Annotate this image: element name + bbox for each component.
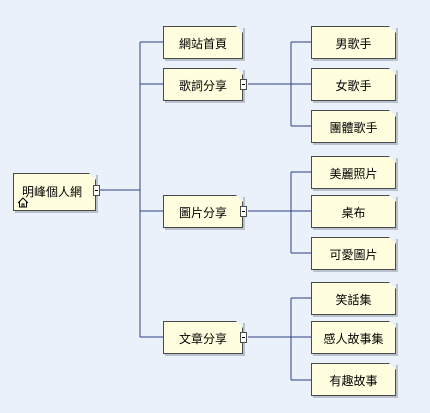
branch-label: 圖片分享 (178, 206, 227, 220)
leaf-node[interactable]: 有趣故事 (311, 363, 396, 396)
branch-label: 歌詞分享 (178, 79, 227, 93)
root-node[interactable]: 明峰個人網 (13, 173, 96, 211)
branch-label: 文章分享 (178, 332, 227, 346)
leaf-label: 男歌手 (335, 37, 372, 51)
leaf-label: 團體歌手 (329, 121, 378, 135)
leaf-node[interactable]: 感人故事集 (311, 321, 396, 354)
branch-node-images[interactable]: 圖片分享 (163, 195, 243, 228)
root-node-label: 明峰個人網 (22, 185, 83, 199)
leaf-label: 美麗照片 (329, 167, 378, 181)
leaf-node[interactable]: 笑話集 (311, 282, 396, 315)
articles-collapse-toggle[interactable] (240, 332, 247, 343)
leaf-label: 女歌手 (335, 79, 372, 93)
leaf-label: 笑話集 (335, 293, 372, 307)
leaf-node[interactable]: 團體歌手 (311, 110, 396, 143)
home-icon (17, 197, 29, 208)
leaf-label: 感人故事集 (323, 332, 384, 346)
branch-node-lyrics[interactable]: 歌詞分享 (163, 68, 243, 101)
leaf-node[interactable]: 美麗照片 (311, 156, 396, 189)
branch-node-home[interactable]: 網站首頁 (163, 26, 243, 59)
leaf-label: 桌布 (341, 206, 366, 220)
images-collapse-toggle[interactable] (240, 206, 247, 217)
leaf-node[interactable]: 可愛圖片 (311, 237, 396, 270)
branch-node-articles[interactable]: 文章分享 (163, 321, 243, 354)
leaf-label: 可愛圖片 (329, 248, 378, 262)
root-collapse-toggle[interactable] (93, 185, 100, 196)
lyrics-collapse-toggle[interactable] (240, 79, 247, 90)
leaf-node[interactable]: 男歌手 (311, 26, 396, 59)
leaf-label: 有趣故事 (329, 374, 378, 388)
branch-label: 網站首頁 (178, 37, 227, 51)
leaf-node[interactable]: 桌布 (311, 195, 396, 228)
leaf-node[interactable]: 女歌手 (311, 68, 396, 101)
